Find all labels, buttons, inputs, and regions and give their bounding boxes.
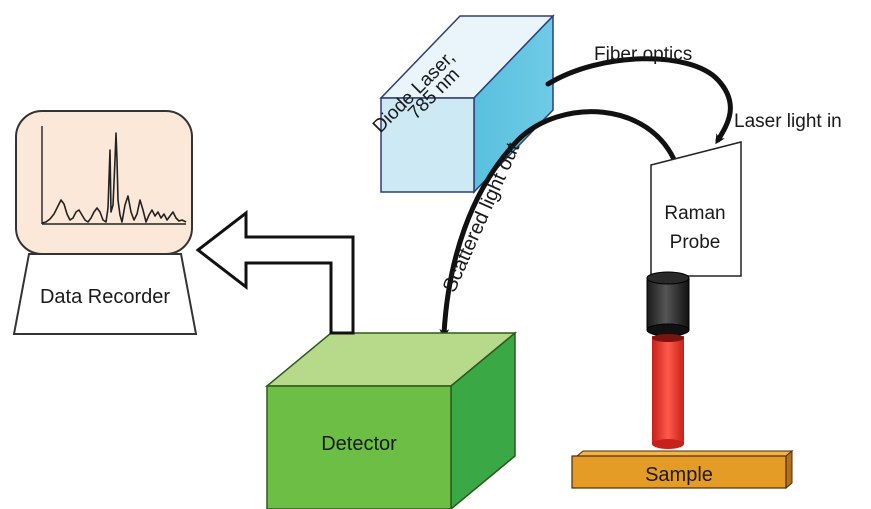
sample-front-face [571, 455, 787, 489]
sample: Sample [571, 449, 794, 490]
scattered-light-arrow [439, 109, 679, 339]
probe-lens [646, 271, 690, 337]
detector-label: Detector [321, 433, 397, 455]
recorder-base [12, 253, 198, 335]
probe-label-line2: Probe [670, 232, 721, 253]
sample-label: Sample [645, 464, 713, 486]
laser-light-in-label: Laser light in [734, 111, 842, 132]
spectrum-trace [41, 132, 187, 224]
fiber-optics-label: Fiber optics [594, 44, 692, 65]
laser-front-face [380, 97, 475, 193]
detector-front-face [266, 385, 452, 509]
output-arrow [195, 209, 355, 335]
sample-side-face [785, 449, 793, 490]
fiber-optic-arrow [545, 56, 733, 145]
data-recorder: Data Recorder [12, 110, 198, 335]
detector: Detector [264, 331, 518, 509]
recorder-label: Data Recorder [40, 286, 170, 308]
raman-probe: Raman Probe [650, 141, 742, 277]
laser-beam [652, 334, 684, 449]
diode-laser: Diode Laser, 785 nm [369, 14, 555, 194]
probe-body [650, 141, 742, 277]
sample-top-face [575, 450, 794, 457]
probe-label-line1: Raman [664, 203, 725, 224]
